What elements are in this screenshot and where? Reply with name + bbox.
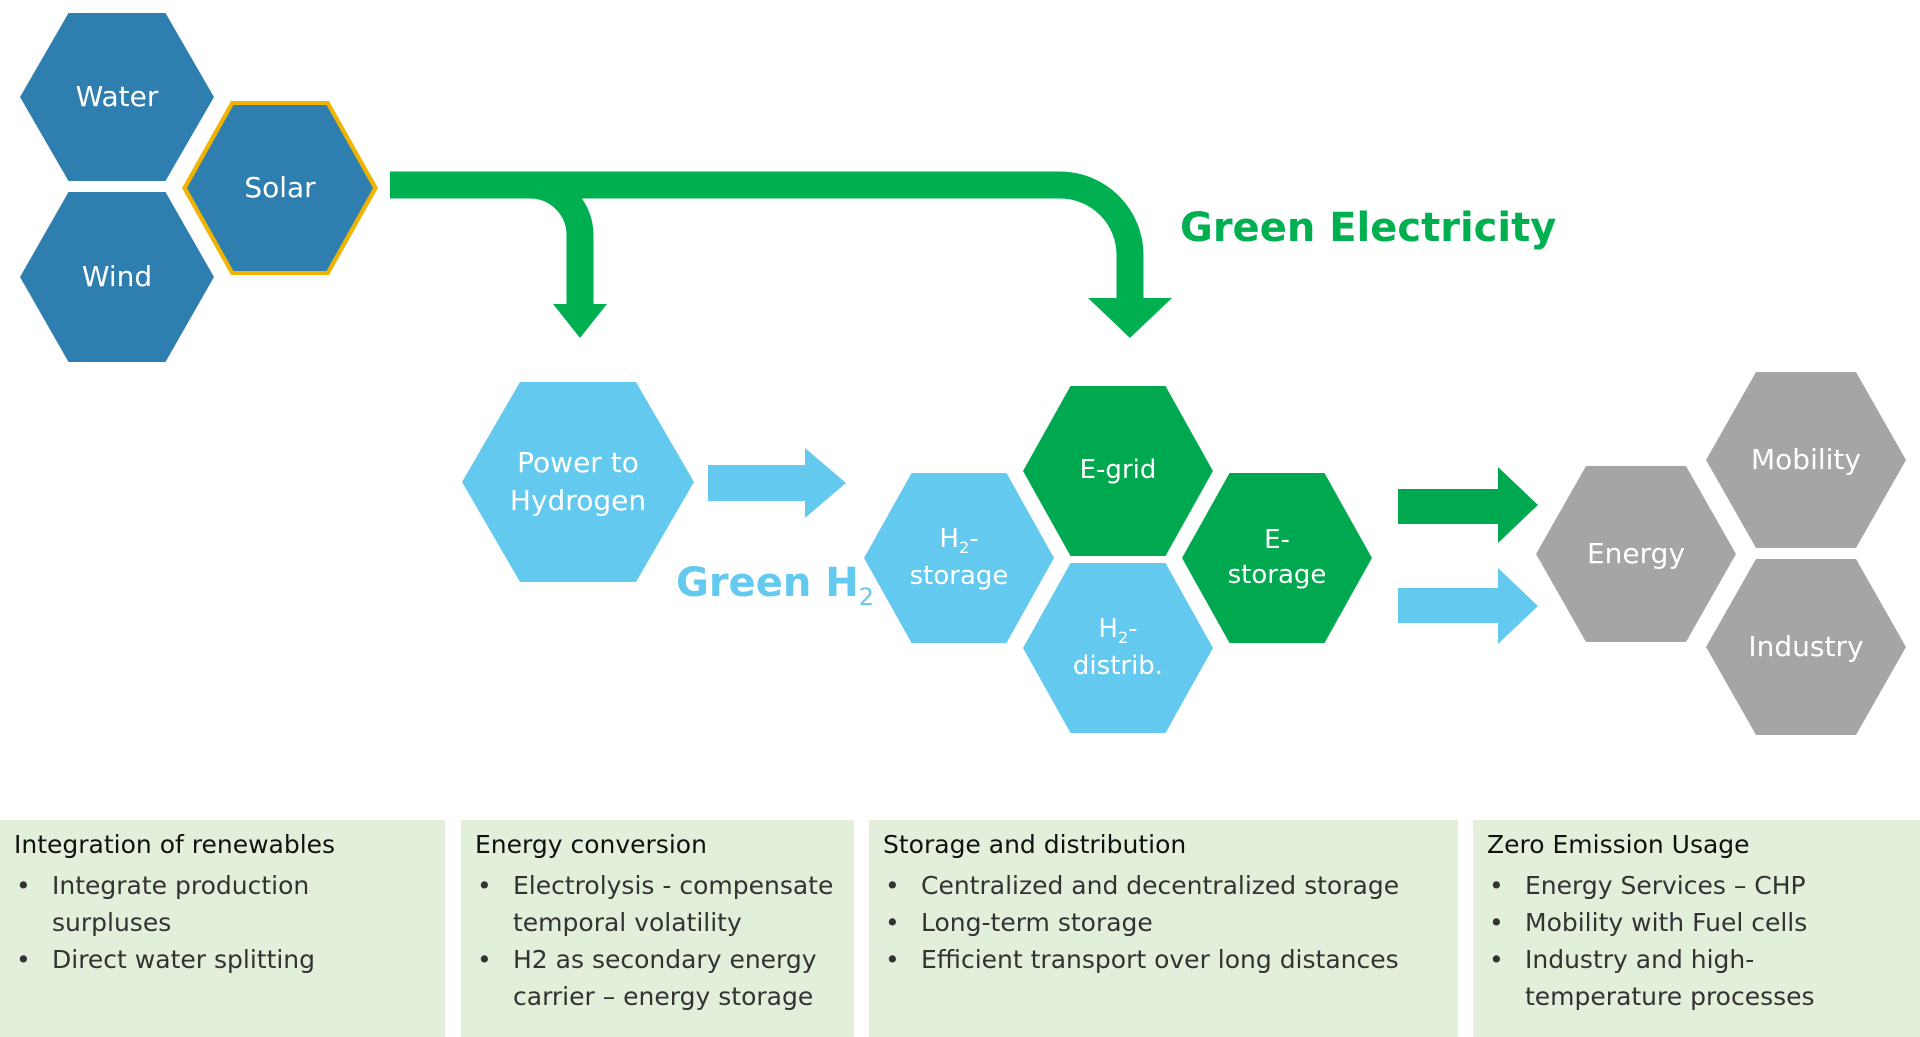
estorage-line2: storage [1227,560,1327,590]
panel-title: Integration of renewables [14,830,336,859]
h2-distrib-line2: distrib. [1072,650,1164,681]
panel-list: Integrate production surpluses Direct wa… [14,867,431,978]
green-h2-main: Green H [676,560,859,606]
panel-list: Electrolysis - compensate temporal volat… [475,867,840,1015]
list-item: Industry and high-temperature processes [1487,941,1906,1015]
light-blue-arrow-to-usage [1398,568,1538,644]
green-arrow-to-usage [1398,467,1538,543]
hex-h2-storage: H2- storage [864,473,1054,643]
wind-label: Wind [81,260,153,294]
p2h-line1: Power to [517,446,639,480]
p2h-line2: Hydrogen [509,484,647,517]
solar-label: Solar [244,171,316,205]
energy-label: Energy [1586,537,1686,571]
green-electricity-label: Green Electricity [1180,205,1557,251]
panel-conversion: Energy conversion Electrolysis - compens… [461,820,854,1037]
panel-title: Storage and distribution [883,830,1187,859]
list-item: Electrolysis - compensate temporal volat… [475,867,840,941]
hex-energy: Energy [1536,466,1736,642]
green-electricity-branch [529,171,594,306]
hex-industry: Industry [1706,559,1906,735]
panel-list: Energy Services – CHP Mobility with Fuel… [1487,867,1906,1015]
list-item: Energy Services – CHP [1487,867,1906,904]
egrid-label: E-grid [1079,455,1157,486]
list-item: Centralized and decentralized storage [883,867,1444,904]
panel-storage: Storage and distribution Centralized and… [869,820,1458,1037]
green-electricity-path [390,171,1144,300]
h2-distrib-dash: - [1128,613,1138,644]
hex-solar: Solar [187,105,373,271]
list-item: Efficient transport over long distances [883,941,1444,978]
panel-title: Energy conversion [475,830,707,859]
hex-mobility: Mobility [1706,372,1906,548]
list-item: Direct water splitting [14,941,431,978]
green-h2-label: Green H2 [676,560,874,611]
h2-storage-dash: - [969,523,979,554]
panel-list: Centralized and decentralized storage Lo… [883,867,1444,978]
h2-storage-h: H [939,523,959,554]
arrow-head-to-p2h [553,304,607,338]
green-h2-sub: 2 [858,583,874,611]
panel-title: Zero Emission Usage [1487,830,1750,859]
list-item: Mobility with Fuel cells [1487,904,1906,941]
list-item: H2 as secondary energy carrier – energy … [475,941,840,1015]
h2-distrib-sub: 2 [1117,628,1129,648]
water-label: Water [75,80,159,114]
mobility-label: Mobility [1751,443,1861,477]
h2-storage-line2: storage [909,560,1009,591]
estorage-line1: E- [1264,524,1290,555]
list-item: Long-term storage [883,904,1444,941]
h2-storage-sub: 2 [958,538,970,558]
arrow-head-to-estorage [1088,298,1172,338]
panel-integration: Integration of renewables Integrate prod… [0,820,445,1037]
light-blue-arrow-p2h [708,448,846,518]
list-item: Integrate production surpluses [14,867,431,941]
panel-zero-emission: Zero Emission Usage Energy Services – CH… [1473,820,1920,1037]
h2-distrib-h: H [1098,613,1118,644]
industry-label: Industry [1748,630,1864,664]
